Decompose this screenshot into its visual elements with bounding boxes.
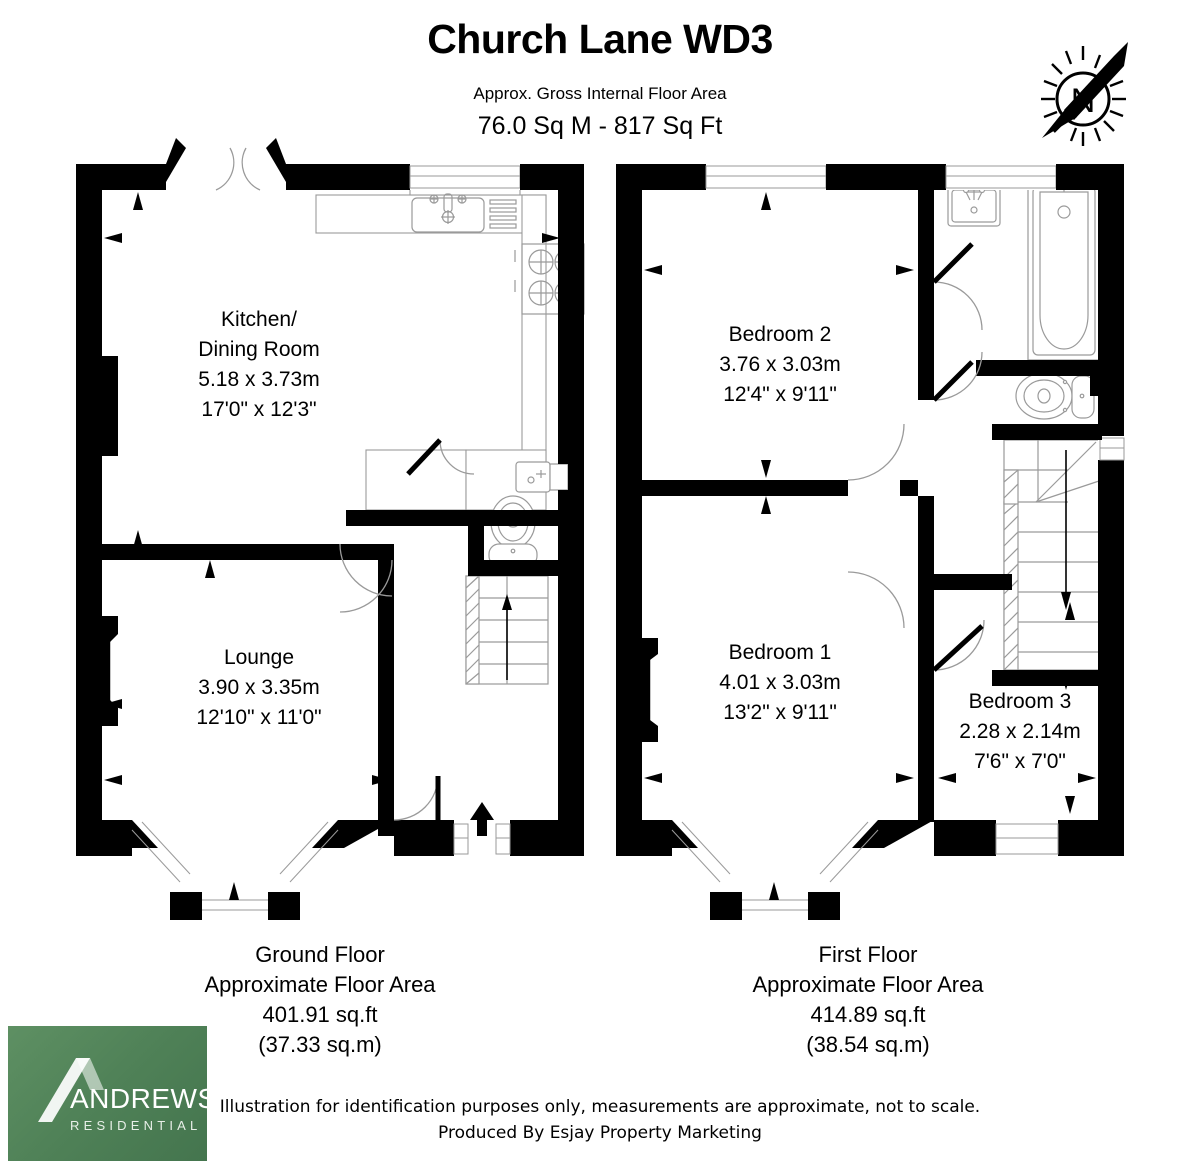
ground-floor-walls [76,138,584,920]
door-leaf [932,242,984,672]
view-direction-arrows [644,192,1096,900]
compass-north-label: N [1071,82,1096,120]
bathroom-basin-icon [947,185,1001,227]
stairs-down-direction-arrow [1061,450,1071,610]
gross-area-caption: Approx. Gross Internal Floor Area [473,84,727,103]
disclaimer-line-2: Produced By Esjay Property Marketing [438,1123,762,1143]
disclaimer-line-1: Illustration for identification purposes… [219,1097,981,1117]
compass-north-icon: N [1041,42,1128,146]
kitchen-units [315,174,547,511]
wc-toilet-icon [488,495,538,567]
andrews-residential-logo: ANDREWS RESIDENTIAL [8,1026,216,1161]
staircase-down [1003,439,1103,671]
first-floor-name: First Floor [818,942,918,967]
first-floor-area-sqm: (38.54 sq.m) [806,1032,930,1057]
entrance-arrow [470,802,494,836]
wc-basin-icon [515,461,569,493]
door-swings [847,281,985,671]
ground-floor-area-sqm: (37.33 sq.m) [258,1032,382,1057]
first-floor-plan [616,164,1125,920]
first-floor-area-sqft: 414.89 sq.ft [810,1002,926,1027]
ground-floor-area-sqft: 401.91 sq.ft [262,1002,378,1027]
door-leaf [406,438,442,476]
disclaimer: Illustration for identification purposes… [0,1094,1200,1146]
page-title: Church Lane WD3 [427,16,773,62]
stairs-up-direction-arrow [502,594,512,680]
kitchen-sink-icon [411,193,517,233]
logo-roof-icon [38,1058,104,1122]
ground-floor-area-caption: Approximate Floor Area [204,972,436,997]
wc-toilet-icon [1015,372,1095,420]
logo-artwork: ANDREWS RESIDENTIAL [38,1058,216,1133]
logo-sub-text: RESIDENTIAL [70,1118,201,1133]
logo-brand-text: ANDREWS [70,1083,207,1114]
first-floor-summary: First Floor Approximate Floor Area 414.8… [658,940,1078,1060]
first-floor-area-caption: Approximate Floor Area [752,972,984,997]
view-direction-arrows [104,192,560,900]
ground-floor-plan [76,138,585,920]
ground-floor-name: Ground Floor [255,942,385,967]
bathtub-icon [1027,180,1101,361]
total-floor-area: 76.0 Sq M - 817 Sq Ft [477,112,723,140]
ground-floor-summary: Ground Floor Approximate Floor Area 401.… [110,940,530,1060]
first-floor-walls [616,164,1125,920]
compass-arrow-icon [1042,42,1128,138]
